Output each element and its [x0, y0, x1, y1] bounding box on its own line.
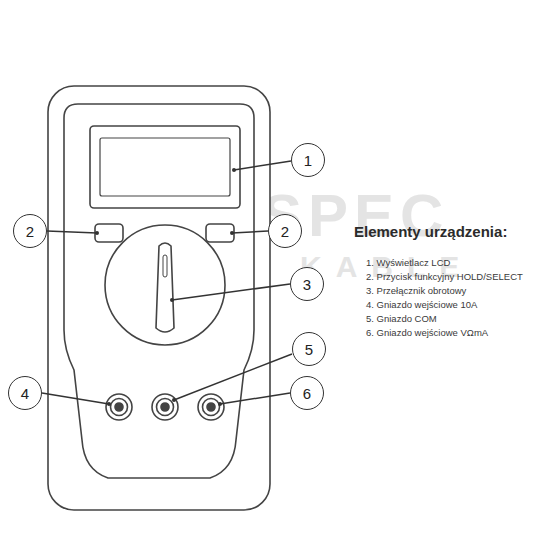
- callout-text: 2: [281, 224, 289, 239]
- callout-text: 5: [305, 342, 313, 357]
- part-list-item: 3. Przełącznik obrotowy: [366, 285, 466, 296]
- part-list-item: 2. Przycisk funkcyjny HOLD/SELECT: [366, 271, 523, 282]
- callout-text: 2: [26, 224, 34, 239]
- callout-text: 6: [303, 386, 311, 401]
- part-list-item: 1. Wyświetlacz LCD: [366, 257, 450, 268]
- callout-number: 2: [13, 214, 47, 248]
- callout-number: 4: [8, 376, 42, 410]
- part-list-item: 4. Gniazdo wejściowe 10A: [366, 299, 477, 310]
- callout-number: 3: [290, 267, 324, 301]
- part-list-item: 6. Gniazdo wejściowe VΩmA: [366, 327, 488, 338]
- callout-number: 6: [290, 376, 324, 410]
- callout-text: 4: [21, 386, 29, 401]
- callout-number: 1: [291, 143, 325, 177]
- callout-text: 3: [303, 277, 311, 292]
- callout-text: 1: [304, 153, 312, 168]
- callout-number: 5: [292, 332, 326, 366]
- part-list-item: 5. Gniazdo COM: [366, 313, 437, 324]
- callout-number: 2: [268, 214, 302, 248]
- legend-title: Elementy urządzenia:: [354, 223, 507, 240]
